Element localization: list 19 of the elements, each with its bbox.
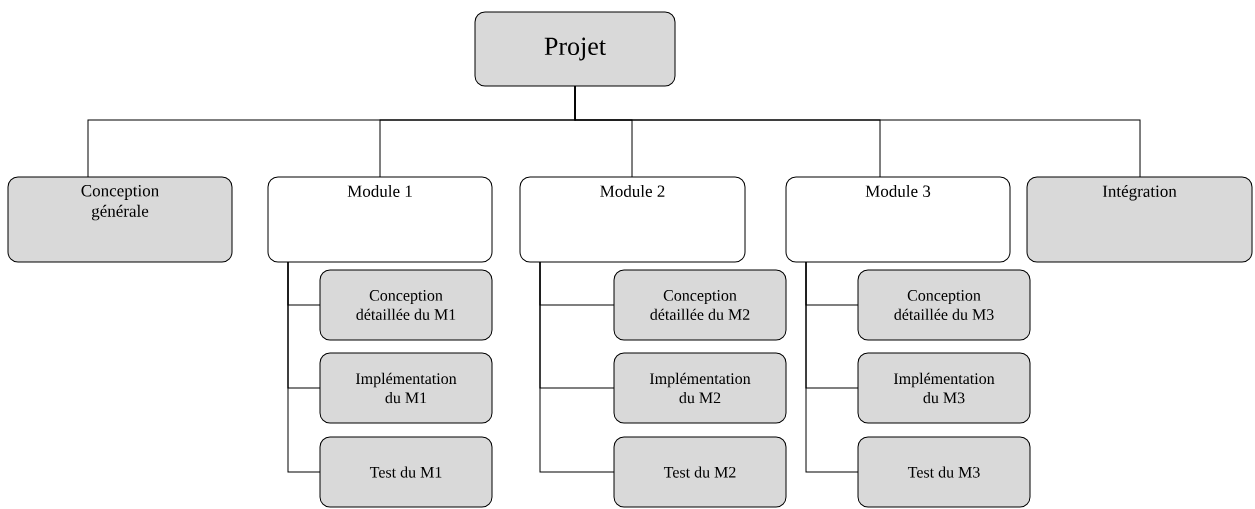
phase-box: Conception générale	[7, 176, 233, 263]
connector-line	[805, 261, 859, 473]
connector-line	[539, 261, 615, 473]
task-box: Implémentation du M1	[319, 352, 493, 424]
task-box: Test du M3	[857, 436, 1031, 508]
task-box: Implémentation du M3	[857, 352, 1031, 424]
task-box: Conception détaillée du M3	[857, 269, 1031, 341]
connector-line	[574, 85, 1141, 178]
task-box: Test du M1	[319, 436, 493, 508]
connector-line	[287, 261, 321, 473]
task-box: Test du M2	[613, 436, 787, 508]
task-box: Conception détaillée du M2	[613, 269, 787, 341]
module-box: Module 2	[519, 176, 746, 263]
phase-box: Intégration	[1026, 176, 1253, 263]
task-box: Implémentation du M2	[613, 352, 787, 424]
root-box: Projet	[474, 11, 676, 87]
module-box: Module 3	[785, 176, 1011, 263]
task-box: Conception détaillée du M1	[319, 269, 493, 341]
module-box: Module 1	[267, 176, 493, 263]
